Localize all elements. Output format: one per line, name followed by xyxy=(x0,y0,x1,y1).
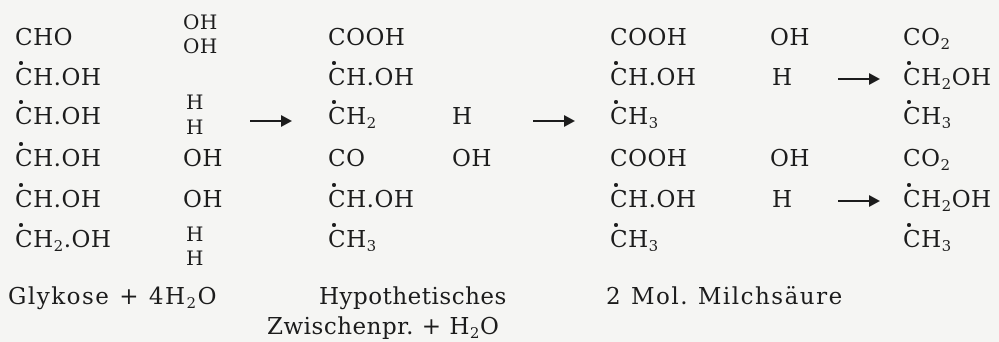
intermediate-c3: CH2 xyxy=(328,104,377,132)
side-h: H xyxy=(452,104,473,130)
caption-intermediate-2: Zwischenpr. + H2O xyxy=(267,314,500,342)
product-co2: CO2 xyxy=(903,25,951,53)
bond-dot xyxy=(19,142,23,146)
water-h: H xyxy=(186,90,204,114)
reaction-arrow xyxy=(838,195,880,207)
bond-dot xyxy=(614,183,618,187)
side-h: H xyxy=(772,65,793,91)
intermediate-c6: CH3 xyxy=(328,227,377,255)
glucose-c3: CH.OH xyxy=(15,104,102,130)
bond-dot xyxy=(332,223,336,227)
intermediate-c1: COOH xyxy=(328,25,406,51)
lactic-a-c2: CH.OH xyxy=(610,65,697,91)
product-ethanol-c1: CH2OH xyxy=(903,187,992,215)
glucose-c2: CH.OH xyxy=(15,65,102,91)
lactic-b-c3: CH3 xyxy=(610,227,659,255)
intermediate-c5: CH.OH xyxy=(328,187,415,213)
glucose-c1: CHO xyxy=(15,25,74,51)
water-oh: OH xyxy=(183,146,223,172)
reaction-arrow xyxy=(250,115,292,127)
bond-dot xyxy=(19,100,23,104)
product-ethanol-c2: CH3 xyxy=(903,104,952,132)
lactic-a-c1: COOH xyxy=(610,25,688,51)
bond-dot xyxy=(19,183,23,187)
glucose-c5: CH.OH xyxy=(15,187,102,213)
intermediate-c4: CO xyxy=(328,146,366,172)
lactic-b-c2: CH.OH xyxy=(610,187,697,213)
bond-dot xyxy=(907,100,911,104)
bond-dot xyxy=(907,61,911,65)
bond-dot xyxy=(332,61,336,65)
product-co2: CO2 xyxy=(903,146,951,174)
side-oh: OH xyxy=(770,25,810,51)
bond-dot xyxy=(614,61,618,65)
bond-dot xyxy=(907,183,911,187)
side-oh: OH xyxy=(452,146,492,172)
bond-dot xyxy=(332,183,336,187)
glucose-c6: CH2.OH xyxy=(15,227,112,255)
water-oh: OH xyxy=(183,34,218,58)
caption-intermediate: Hypothetisches xyxy=(319,284,507,310)
water-oh: OH xyxy=(183,187,223,213)
water-oh: OH xyxy=(183,10,218,34)
intermediate-c2: CH.OH xyxy=(328,65,415,91)
side-h: H xyxy=(772,187,793,213)
water-h: H xyxy=(186,115,204,139)
bond-dot xyxy=(614,223,618,227)
reaction-arrow xyxy=(838,73,880,85)
bond-dot xyxy=(19,61,23,65)
caption-lactic-acid: 2 Mol. Milchsäure xyxy=(606,284,844,310)
side-oh: OH xyxy=(770,146,810,172)
product-ethanol-c2: CH3 xyxy=(903,227,952,255)
bond-dot xyxy=(332,100,336,104)
lactic-b-c1: COOH xyxy=(610,146,688,172)
bond-dot xyxy=(907,223,911,227)
lactic-a-c3: CH3 xyxy=(610,104,659,132)
glucose-c4: CH.OH xyxy=(15,146,102,172)
caption-glucose: Glykose + 4H2O xyxy=(8,284,218,312)
bond-dot xyxy=(19,223,23,227)
reaction-arrow xyxy=(533,115,575,127)
water-h: H xyxy=(186,246,204,270)
product-ethanol-c1: CH2OH xyxy=(903,65,992,93)
bond-dot xyxy=(614,100,618,104)
water-h: H xyxy=(186,222,204,246)
